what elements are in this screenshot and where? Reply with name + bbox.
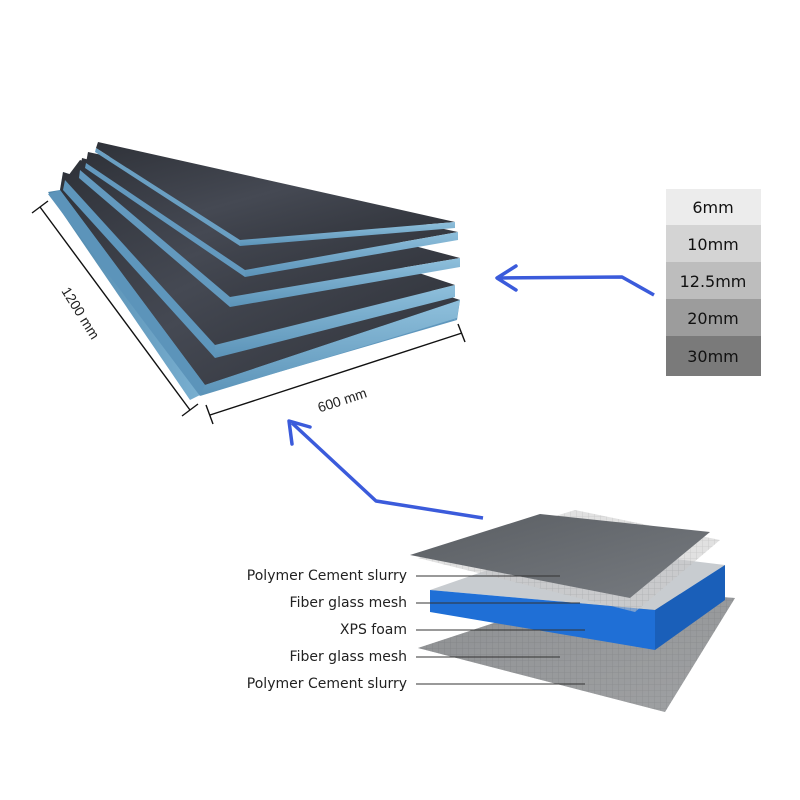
layer-label-5: Polymer Cement slurry [247, 676, 407, 692]
length-label: 1200 mm [58, 284, 102, 342]
arrow-to-stack [495, 264, 655, 297]
arrow-to-board [287, 419, 484, 520]
layer-exploded-view [410, 510, 735, 712]
thickness-10mm: 10mm [687, 235, 739, 254]
board-6mm [95, 142, 455, 246]
thickness-12.5mm: 12.5mm [680, 272, 747, 291]
thickness-table: 6mm 10mm 12.5mm 20mm 30mm [666, 189, 761, 376]
thickness-20mm: 20mm [687, 309, 739, 328]
width-label: 600 mm [316, 385, 369, 416]
board-stack [48, 142, 460, 400]
layer-label-4: Fiber glass mesh [290, 649, 407, 665]
layer-top-slurry [410, 514, 710, 598]
thickness-6mm: 6mm [692, 198, 733, 217]
layer-label-2: Fiber glass mesh [290, 595, 407, 611]
layer-label-1: Polymer Cement slurry [247, 568, 407, 584]
thickness-30mm: 30mm [687, 347, 739, 366]
layer-labels: Polymer Cement slurry Fiber glass mesh X… [247, 568, 585, 692]
layer-label-3: XPS foam [340, 622, 407, 638]
